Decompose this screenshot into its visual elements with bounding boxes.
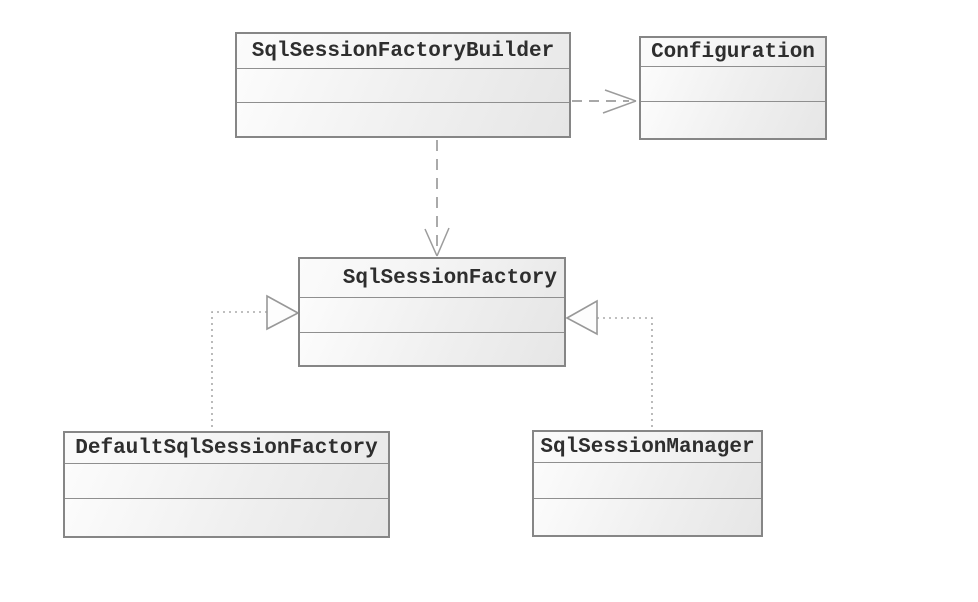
methods-compartment	[641, 102, 825, 138]
class-box-configuration: Configuration	[639, 36, 827, 140]
dependency-builder-to-configuration	[572, 89, 637, 114]
fields-compartment	[300, 298, 564, 333]
fields-compartment	[65, 464, 388, 499]
methods-compartment	[65, 499, 388, 536]
realization-manager-to-factory	[565, 299, 653, 428]
methods-compartment	[237, 103, 569, 136]
realization-defaultfactory-to-factory	[211, 294, 300, 429]
hollow-triangle-right-icon	[266, 294, 300, 331]
fields-compartment	[641, 67, 825, 102]
open-arrowhead-down-icon	[424, 227, 450, 257]
class-name: Configuration	[641, 38, 825, 67]
class-name: DefaultSqlSessionFactory	[65, 433, 388, 464]
fields-compartment	[237, 69, 569, 103]
dependency-builder-to-factory	[424, 140, 450, 257]
class-box-defaultsqlsessionfactory: DefaultSqlSessionFactory	[63, 431, 390, 538]
class-box-sqlsessionfactorybuilder: SqlSessionFactoryBuilder	[235, 32, 571, 138]
fields-compartment	[534, 463, 761, 499]
class-box-sqlsessionmanager: SqlSessionManager	[532, 430, 763, 537]
class-name: SqlSessionManager	[534, 432, 761, 463]
methods-compartment	[534, 499, 761, 535]
class-name: SqlSessionFactoryBuilder	[237, 34, 569, 69]
open-arrowhead-right-icon	[602, 89, 637, 114]
hollow-triangle-left-icon	[565, 299, 598, 336]
class-name: SqlSessionFactory	[300, 259, 564, 298]
methods-compartment	[300, 333, 564, 365]
class-box-sqlsessionfactory: SqlSessionFactory	[298, 257, 566, 367]
